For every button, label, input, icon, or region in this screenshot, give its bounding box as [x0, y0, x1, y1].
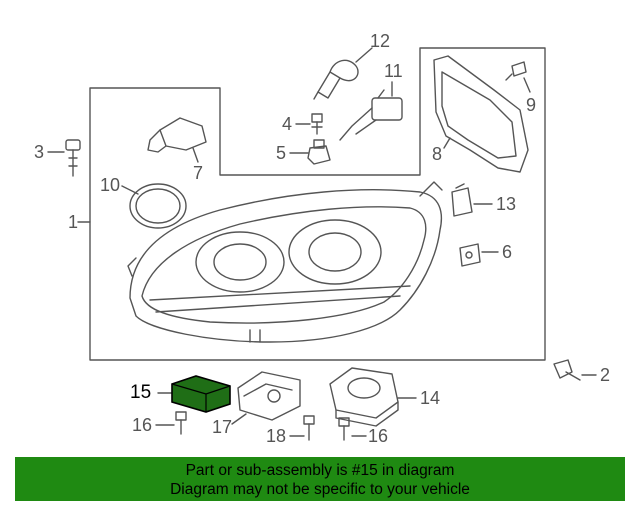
callout-14: 14: [420, 388, 441, 408]
ballast-part-14: [329, 367, 399, 427]
screw-part-4: [311, 113, 323, 135]
bracket-part-6: [459, 243, 481, 267]
info-banner: Part or sub-assembly is #15 in diagram D…: [15, 457, 625, 501]
banner-line-part: Part or sub-assembly is #15 in diagram: [185, 462, 455, 479]
callout-3: 3: [34, 142, 45, 162]
bulb-part-12: [313, 59, 359, 100]
screw-part-18: [303, 415, 315, 441]
callout-4: 4: [282, 114, 293, 134]
nut-part-5: [307, 139, 331, 165]
callout-16-left: 16: [132, 415, 153, 435]
callout-13: 13: [496, 194, 517, 214]
control-module-part-15: [171, 375, 231, 413]
cover-part-8: [433, 55, 529, 173]
callout-17: 17: [212, 417, 233, 437]
callout-5: 5: [276, 143, 287, 163]
callout-7: 7: [193, 163, 204, 183]
bolt-part-3: [65, 139, 81, 177]
seal-ring-part-10: [129, 183, 187, 229]
headlamp-housing: [127, 181, 443, 343]
screw-part-16-right: [338, 417, 350, 441]
callout-1: 1: [68, 212, 79, 232]
callout-16-right: 16: [368, 426, 389, 446]
igniter-part-17: [237, 371, 301, 421]
callout-18: 18: [266, 426, 287, 446]
callout-2: 2: [600, 365, 611, 385]
assembly-frame: [89, 47, 546, 361]
leader-lines: [47, 47, 597, 437]
socket-part-7: [147, 117, 207, 163]
clip-part-13: [451, 183, 473, 217]
callout-10: 10: [100, 175, 121, 195]
xenon-bulb-part-11: [339, 89, 403, 141]
screw-part-16-left: [175, 411, 187, 435]
screw-part-9: [505, 61, 527, 81]
bolt-part-2: [553, 359, 581, 381]
callout-11: 11: [384, 61, 403, 81]
parts-diagram: [47, 47, 597, 441]
callout-9: 9: [526, 95, 537, 115]
banner-line-disclaimer: Diagram may not be specific to your vehi…: [170, 481, 470, 498]
callout-15: 15: [130, 382, 152, 403]
callout-12: 12: [370, 31, 391, 51]
callout-6: 6: [502, 242, 513, 262]
callout-8: 8: [432, 144, 443, 164]
